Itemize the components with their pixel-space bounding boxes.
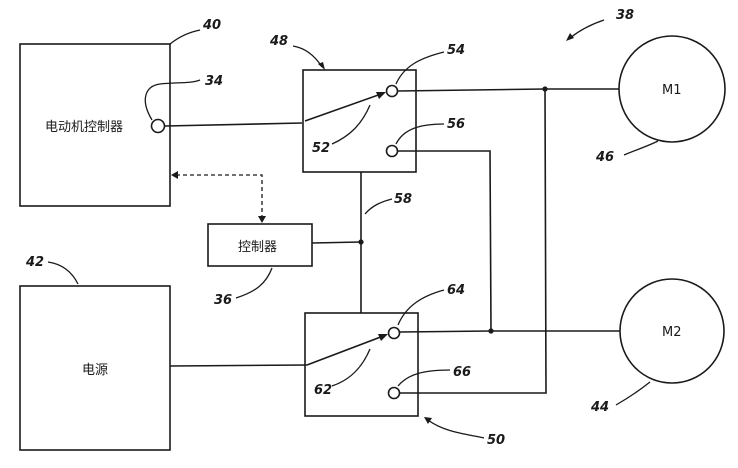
power-supply-box <box>19 285 171 451</box>
ref-66: 66 <box>453 365 471 380</box>
wire-34-to-switch48 <box>164 122 303 127</box>
ref-34: 34 <box>205 74 223 89</box>
ref-48: 48 <box>269 34 288 49</box>
ref-46: 46 <box>595 150 614 165</box>
switch-48-box <box>302 69 417 173</box>
junction-dot-m1 <box>542 86 548 92</box>
leader-50-arrowhead <box>424 417 432 424</box>
switch-50-terminal-66 <box>387 386 401 400</box>
wire-m1-node-to-66 <box>400 88 547 394</box>
leader-48 <box>292 45 323 68</box>
ref-50: 50 <box>487 433 505 448</box>
ref-42: 42 <box>25 255 44 270</box>
dashed-arrow-down <box>258 216 266 223</box>
leader-64 <box>397 289 445 326</box>
ref-38: 38 <box>616 8 634 23</box>
leader-38 <box>569 19 605 39</box>
controller-box <box>207 223 313 267</box>
leader-62 <box>331 348 371 387</box>
wire-54-to-m1 <box>397 88 619 92</box>
wire-power-to-switch50 <box>169 364 308 367</box>
leader-44 <box>615 381 651 406</box>
leader-36 <box>235 267 273 299</box>
wire-controller-to-58 <box>311 241 362 244</box>
dashed-arrow-left <box>171 171 178 179</box>
junction-dot-58 <box>358 239 364 245</box>
ref-44: 44 <box>590 400 609 415</box>
ref-64: 64 <box>447 283 465 298</box>
leader-34 <box>144 79 201 121</box>
leader-48-arrowhead <box>318 62 325 70</box>
ref-58: 58 <box>394 192 412 207</box>
motor-m1-label: M1 <box>662 83 682 98</box>
ref-40: 40 <box>202 18 221 33</box>
switch-48-arrowhead <box>376 92 386 99</box>
leader-38-arrowhead <box>566 33 574 41</box>
switch-48-terminal-54 <box>385 84 399 98</box>
leader-58 <box>364 198 393 215</box>
wire-56-to-m2-node <box>398 150 492 332</box>
switch-50-terminal-64 <box>387 326 401 340</box>
leader-42 <box>47 261 79 285</box>
leader-56 <box>395 123 445 145</box>
switch-48-terminal-56 <box>385 144 399 158</box>
leader-46 <box>623 140 659 156</box>
ref-52: 52 <box>312 141 330 156</box>
ref-54: 54 <box>447 43 465 58</box>
wire-64-to-m2 <box>399 330 620 333</box>
ref-36: 36 <box>214 293 232 308</box>
leader-50 <box>427 419 485 439</box>
leader-40 <box>169 29 201 45</box>
motor-controller-box <box>19 43 171 207</box>
motor-controller-terminal-34 <box>150 118 166 134</box>
leader-54 <box>395 51 445 85</box>
switch-48-blade <box>304 92 385 122</box>
switch-50-arrowhead <box>378 334 388 341</box>
dashed-control-link <box>176 174 263 218</box>
leader-52 <box>331 104 371 145</box>
ref-62: 62 <box>314 383 332 398</box>
ref-56: 56 <box>447 117 465 132</box>
leader-66 <box>397 369 451 387</box>
controller-label: 控制器 <box>238 240 277 255</box>
junction-dot-m2 <box>488 328 494 334</box>
switch-50-blade <box>306 334 387 366</box>
power-supply-label: 电源 <box>82 363 108 378</box>
motor-controller-label: 电动机控制器 <box>45 120 123 135</box>
motor-m2-label: M2 <box>662 325 682 340</box>
